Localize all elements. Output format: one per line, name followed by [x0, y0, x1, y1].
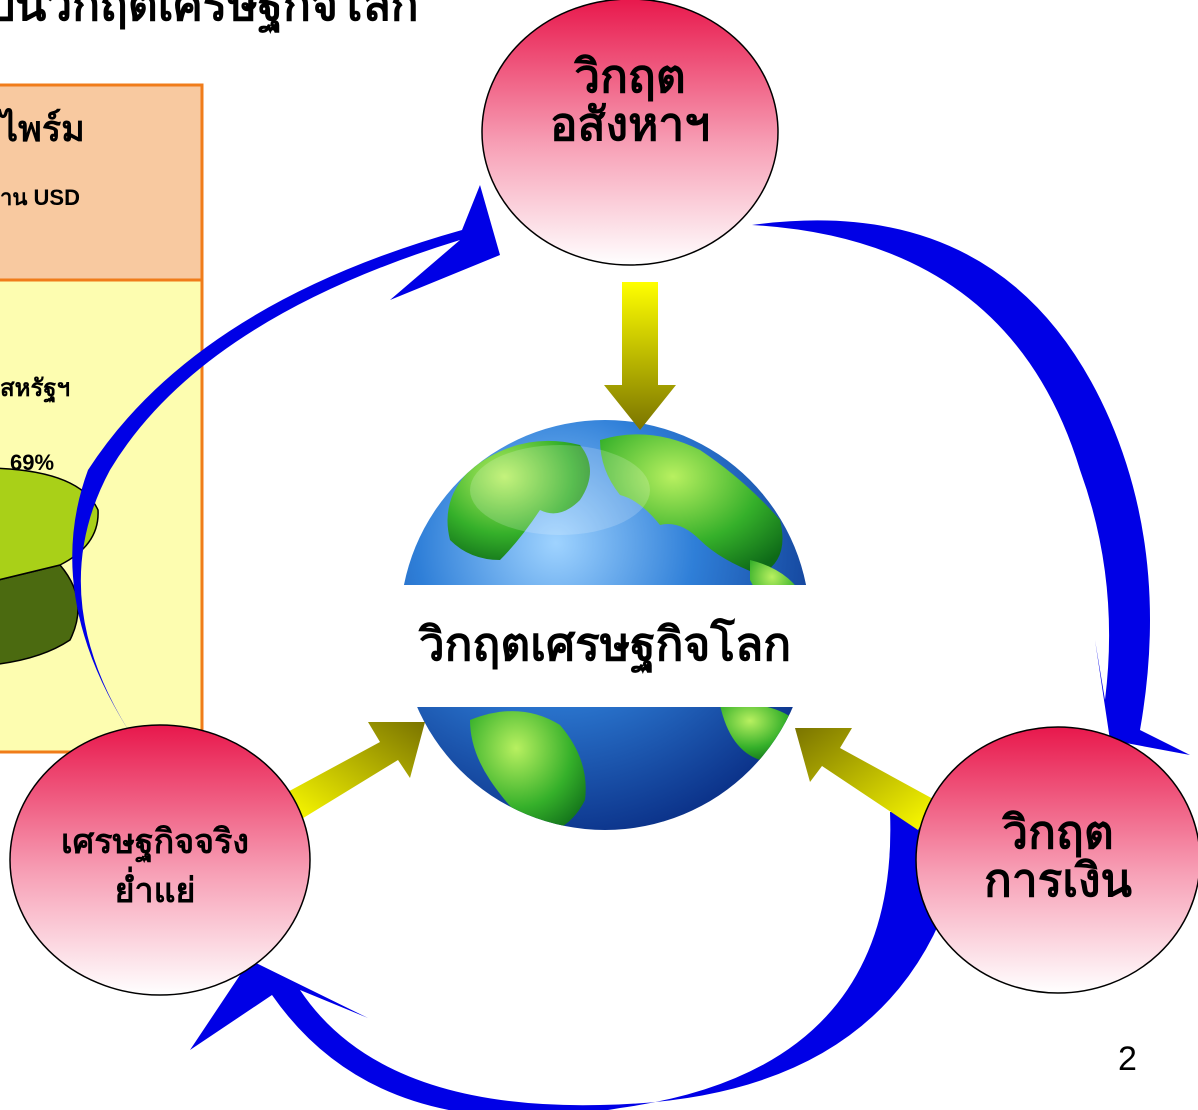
page-number: 2 — [1118, 1040, 1137, 1078]
cycle-arrow-right-to-left — [190, 812, 970, 1110]
circle-left-node — [9, 724, 311, 996]
pie-series-label: สหรัฐฯ — [0, 374, 71, 402]
side-box-subtitle: าน USD — [0, 185, 80, 210]
inward-arrows — [282, 282, 935, 830]
node-right-line2: การเงิน — [983, 853, 1133, 908]
arrow-right-to-globe — [795, 728, 935, 830]
slide-title: เป็นวิกฤตเศรษฐกิจโลก — [0, 0, 419, 31]
node-top-line1: วิกฤต — [574, 49, 686, 103]
node-left-line1: เศรษฐกิจจริง — [61, 822, 249, 862]
pie-percent-label: 69% — [10, 450, 55, 475]
circle-right-node — [915, 726, 1198, 994]
side-box-header — [0, 83, 204, 282]
side-box-title: ไพร์ม — [0, 109, 85, 150]
node-right-label: วิกฤต การเงิน — [918, 808, 1198, 905]
node-right-line1: วิกฤต — [1002, 805, 1114, 859]
node-top-line2: อสังหาฯ — [549, 97, 711, 152]
node-left-label: เศรษฐกิจจริง ย่ำแย่ — [5, 818, 305, 917]
node-left-line2: ย่ำแย่ — [114, 871, 196, 912]
center-label: วิกฤตเศรษฐกิจโลก — [418, 617, 792, 671]
cycle-arrow-top-to-right — [752, 220, 1190, 755]
circle-top-node — [481, 0, 779, 266]
cycle-arrows — [72, 185, 1190, 1110]
arrow-left-to-globe — [282, 722, 425, 820]
globe-image — [380, 420, 830, 830]
arrow-top-to-globe — [604, 282, 676, 430]
node-top-label: วิกฤต อสังหาฯ — [485, 52, 775, 149]
